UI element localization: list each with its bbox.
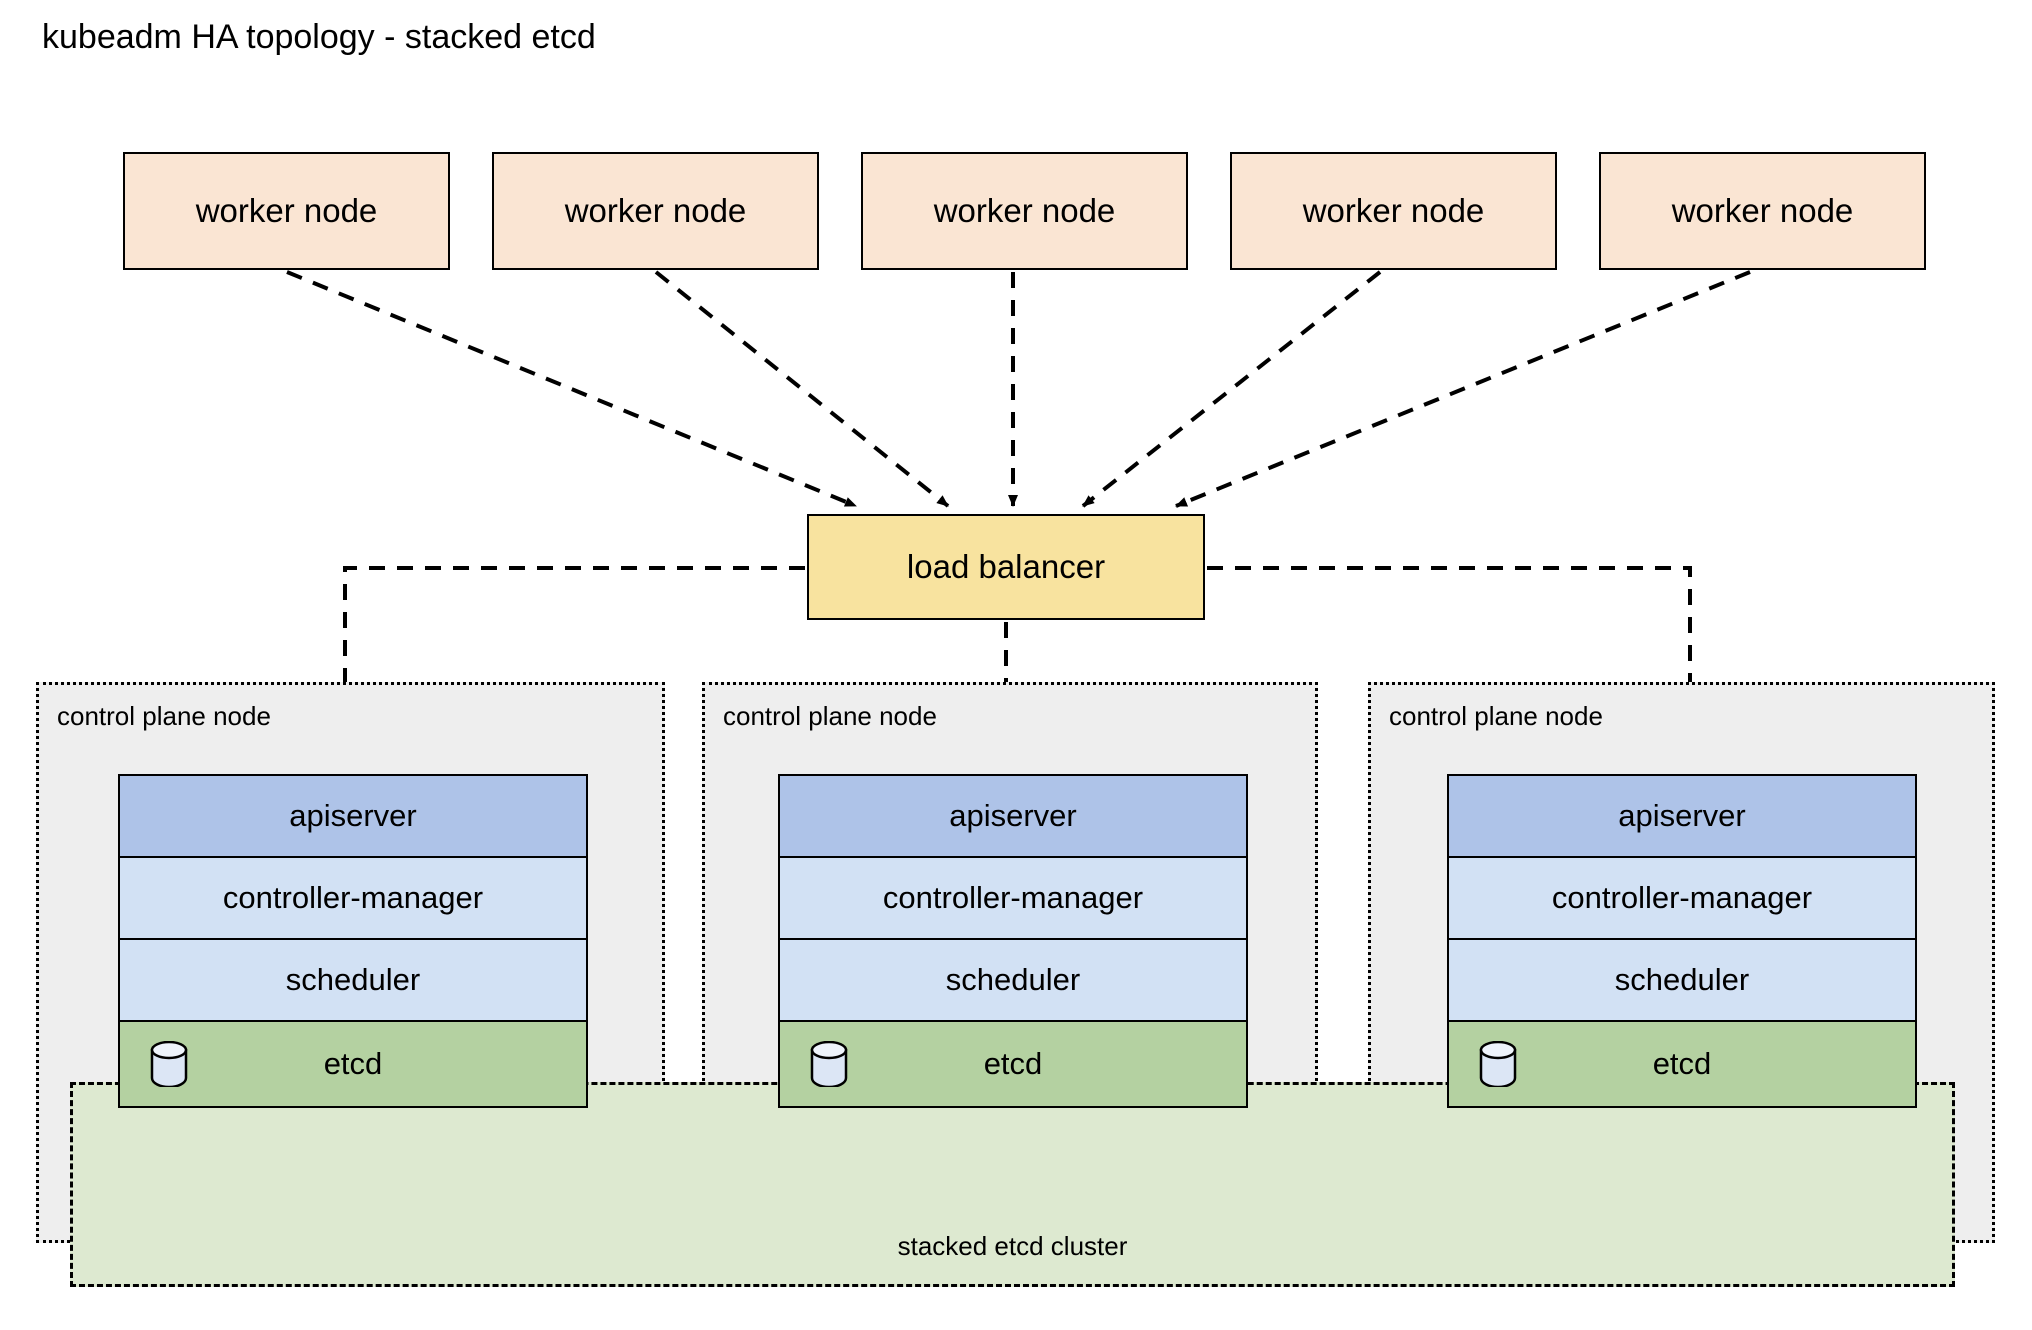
worker-node-box[interactable]: worker node bbox=[123, 152, 450, 270]
stacked-etcd-cluster-label: stacked etcd cluster bbox=[897, 1231, 1128, 1261]
control-plane-component-stack: apiserver controller-manager scheduler e… bbox=[1447, 774, 1917, 1108]
component-etcd-label: etcd bbox=[323, 1046, 383, 1081]
worker-node-box[interactable]: worker node bbox=[1599, 152, 1926, 270]
component-controller-manager[interactable]: controller-manager bbox=[120, 858, 586, 940]
worker-node-box[interactable]: worker node bbox=[1230, 152, 1557, 270]
component-etcd[interactable]: etcd bbox=[1449, 1022, 1915, 1106]
worker-to-lb-connectors bbox=[286, 270, 1751, 508]
control-plane-node-label: control plane node bbox=[723, 701, 937, 731]
component-controller-manager[interactable]: controller-manager bbox=[780, 858, 1246, 940]
component-controller-manager[interactable]: controller-manager bbox=[1449, 858, 1915, 940]
component-apiserver[interactable]: apiserver bbox=[120, 776, 586, 858]
database-icon bbox=[810, 1041, 848, 1087]
worker-node-box[interactable]: worker node bbox=[492, 152, 819, 270]
load-balancer-box[interactable]: load balancer bbox=[807, 514, 1205, 620]
component-scheduler[interactable]: scheduler bbox=[1449, 940, 1915, 1022]
component-etcd[interactable]: etcd bbox=[120, 1022, 586, 1106]
database-icon bbox=[1479, 1041, 1517, 1087]
control-plane-component-stack: apiserver controller-manager scheduler e… bbox=[118, 774, 588, 1108]
control-plane-component-stack: apiserver controller-manager scheduler e… bbox=[778, 774, 1248, 1108]
component-scheduler[interactable]: scheduler bbox=[780, 940, 1246, 1022]
component-apiserver[interactable]: apiserver bbox=[1449, 776, 1915, 858]
stacked-etcd-cluster-container: stacked etcd cluster bbox=[70, 1082, 1955, 1287]
component-apiserver[interactable]: apiserver bbox=[780, 776, 1246, 858]
component-etcd[interactable]: etcd bbox=[780, 1022, 1246, 1106]
component-scheduler[interactable]: scheduler bbox=[120, 940, 586, 1022]
control-plane-node-label: control plane node bbox=[1389, 701, 1603, 731]
control-plane-node-label: control plane node bbox=[57, 701, 271, 731]
page-title: kubeadm HA topology - stacked etcd bbox=[42, 18, 596, 56]
worker-node-box[interactable]: worker node bbox=[861, 152, 1188, 270]
component-etcd-label: etcd bbox=[983, 1046, 1043, 1081]
database-icon bbox=[150, 1041, 188, 1087]
component-etcd-label: etcd bbox=[1652, 1046, 1712, 1081]
